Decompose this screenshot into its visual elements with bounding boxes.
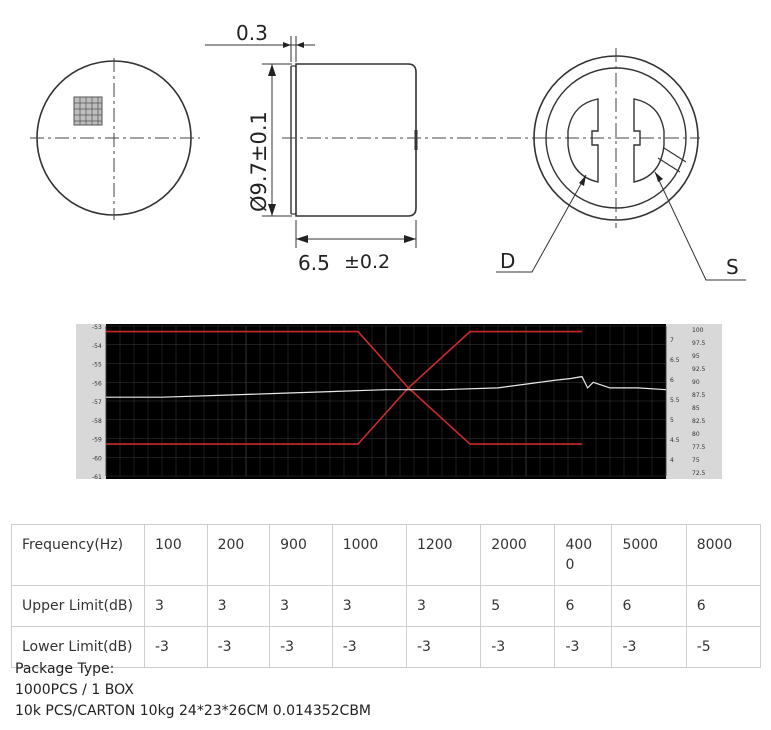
right-tick-label: 95 [692,353,700,360]
row-label: Lower Limit(dB) [11,626,145,668]
front-view [30,58,200,220]
pad-s [633,98,665,183]
table-row: Lower Limit(dB)-3-3-3-3-3-3-3-3-5 [11,626,762,668]
dim-diameter-label: Ø9.7±0.1 [247,111,271,212]
right-tick-label: 80 [692,431,700,438]
dim-height-label: 6.5 [298,251,330,275]
right-tick-label: 75 [692,457,700,464]
table-cell: 3 [206,585,271,627]
dim-tolerance-label: ±0.2 [344,251,390,273]
table-cell: -3 [480,626,556,668]
label-d: D [500,249,515,273]
left-tick-label: -54 [92,343,102,350]
table-cell: 6 [554,585,613,627]
right-tick-label: 5.5 [670,397,680,404]
right-tick-label: 90 [692,379,700,386]
package-title: Package Type: [15,661,115,677]
table-cell: 3 [269,585,333,627]
table-cell: 8000 [685,524,762,586]
table-cell: -3 [611,626,687,668]
table-cell: 3 [144,585,208,627]
left-tick-label: -60 [92,455,102,462]
right-tick-label: 4.5 [670,437,680,444]
right-tick-label: 100 [692,327,704,334]
chart-svg: -53 -54 -55 -56 -57 -58 -59 -60 -61 7 6.5 6 5.5 5 4.5 4… [76,324,722,481]
felt-pattern [73,96,103,126]
table-cell: 5 [480,585,556,627]
table-cell: 900 [269,524,333,586]
row-label: Frequency(Hz) [11,524,145,586]
left-tick-label: -59 [92,437,102,444]
left-tick-label: -61 [92,474,102,479]
left-tick-label: -57 [92,399,102,406]
table-cell: 5000 [611,524,687,586]
side-view: 0.3 Ø9.7±0.1 6.5 ±0.2 [205,21,540,275]
lower-limit-line [106,386,582,445]
package-info: Package Type: 1000PCS / 1 BOX 10k PCS/CA… [15,659,371,722]
package-line-1: 1000PCS / 1 BOX [15,682,134,698]
right-tick-label: 7 [670,337,674,344]
left-tick-label: -53 [92,324,102,331]
table-cell: 1000 [331,524,407,586]
right-tick-label: 97.5 [692,340,706,347]
label-s: S [726,255,739,279]
mechanical-drawing: 0.3 Ø9.7±0.1 6.5 ±0.2 D S [30,21,746,281]
table-cell: -3 [554,626,613,668]
table-cell: -3 [269,626,333,668]
table-cell: 3 [405,585,482,627]
dim-thickness-label: 0.3 [236,21,268,45]
rear-view: D S [496,48,746,281]
table-cell: 200 [206,524,271,586]
table-cell: -3 [331,626,407,668]
left-tick-label: -56 [92,380,102,387]
right-tick-label: 85 [692,405,700,412]
right-tick-label: 4 [670,457,674,464]
left-tick-label: -58 [92,418,102,425]
left-axis-panel [76,324,106,479]
right-tick-label: 92.5 [692,366,706,373]
package-line-2: 10k PCS/CARTON 10kg 24*23*26CM 0.014352C… [15,703,372,719]
table-cell: 6 [611,585,687,627]
left-tick-label: -55 [92,362,102,369]
response-line [106,375,667,398]
pad-d [567,98,599,183]
right-tick-label: 77.5 [692,444,706,451]
table-cell: 400 0 [554,524,613,586]
table-cell: -3 [405,626,482,668]
row-label: Upper Limit(dB) [11,585,145,627]
table-cell: 3 [331,585,407,627]
right-tick-label: 72.5 [692,470,706,477]
table-cell: 1200 [405,524,482,586]
right-tick-label: 6 [670,377,674,384]
right-axis-panel [666,324,722,479]
table-cell: 2000 [480,524,556,586]
table-cell: 100 [144,524,208,586]
right-tick-label: 6.5 [670,357,680,364]
right-tick-label: 82.5 [692,418,706,425]
right-tick-label: 87.5 [692,392,706,399]
table-cell: -5 [685,626,762,668]
frequency-response-chart: -53 -54 -55 -56 -57 -58 -59 -60 -61 7 6.5 6 5.5 5 4.5 4… [76,324,722,481]
table-cell: 6 [685,585,762,627]
right-tick-label: 5 [670,417,674,424]
